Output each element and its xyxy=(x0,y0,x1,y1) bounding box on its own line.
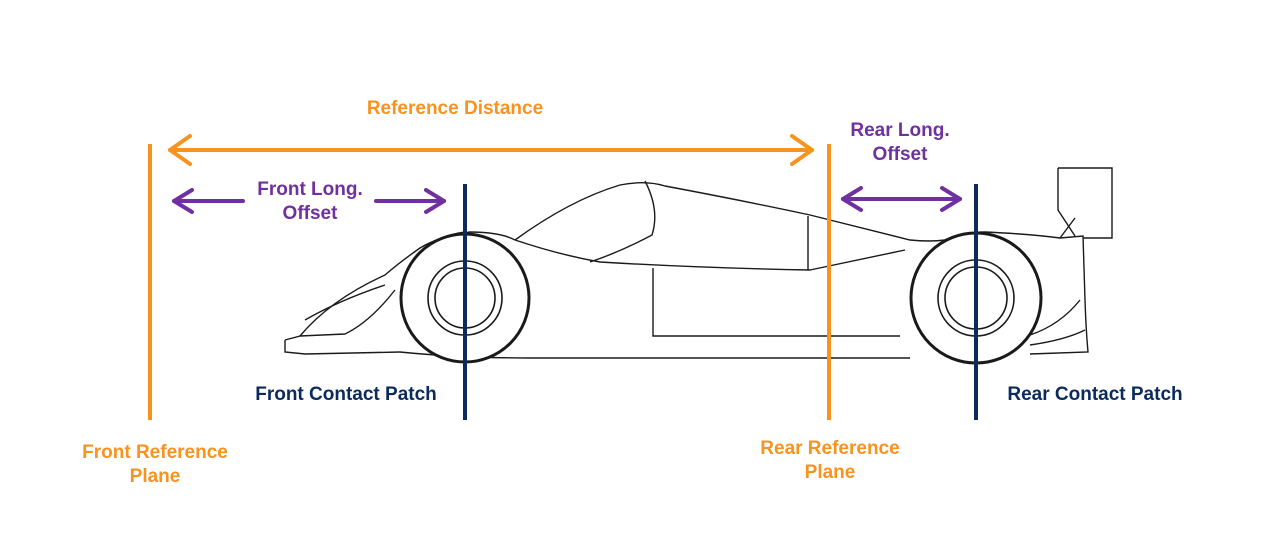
rear-long-offset-line1: Rear Long. xyxy=(850,120,950,141)
rear-long-offset-arrow xyxy=(841,186,962,212)
rear-contact-patch-text: Rear Contact Patch xyxy=(1007,384,1183,405)
rear-reference-plane-line2: Plane xyxy=(804,462,856,483)
front-contact-patch-text: Front Contact Patch xyxy=(255,384,437,405)
rear-long-offset-label: Rear Long. Offset xyxy=(830,119,970,167)
front-reference-plane-label: Front Reference Plane xyxy=(60,441,250,489)
rear-long-offset-line2: Offset xyxy=(872,144,928,165)
rear-reference-plane-label: Rear Reference Plane xyxy=(735,437,925,485)
front-long-offset-label: Front Long. Offset xyxy=(232,178,388,226)
race-car-outline xyxy=(284,167,1113,365)
front-contact-patch-label: Front Contact Patch xyxy=(240,383,452,407)
reference-distance-text: Reference Distance xyxy=(366,98,544,119)
front-long-offset-line1: Front Long. xyxy=(257,179,363,200)
front-reference-plane-line2: Plane xyxy=(129,466,181,487)
reference-distance-label: Reference Distance xyxy=(330,97,580,121)
rear-reference-plane-line1: Rear Reference xyxy=(760,438,900,459)
rear-contact-patch-label: Rear Contact Patch xyxy=(990,383,1200,407)
reference-distance-arrow xyxy=(168,134,814,166)
front-reference-plane-line1: Front Reference xyxy=(82,442,228,463)
front-long-offset-arrows xyxy=(172,188,446,214)
front-long-offset-line2: Offset xyxy=(282,203,338,224)
